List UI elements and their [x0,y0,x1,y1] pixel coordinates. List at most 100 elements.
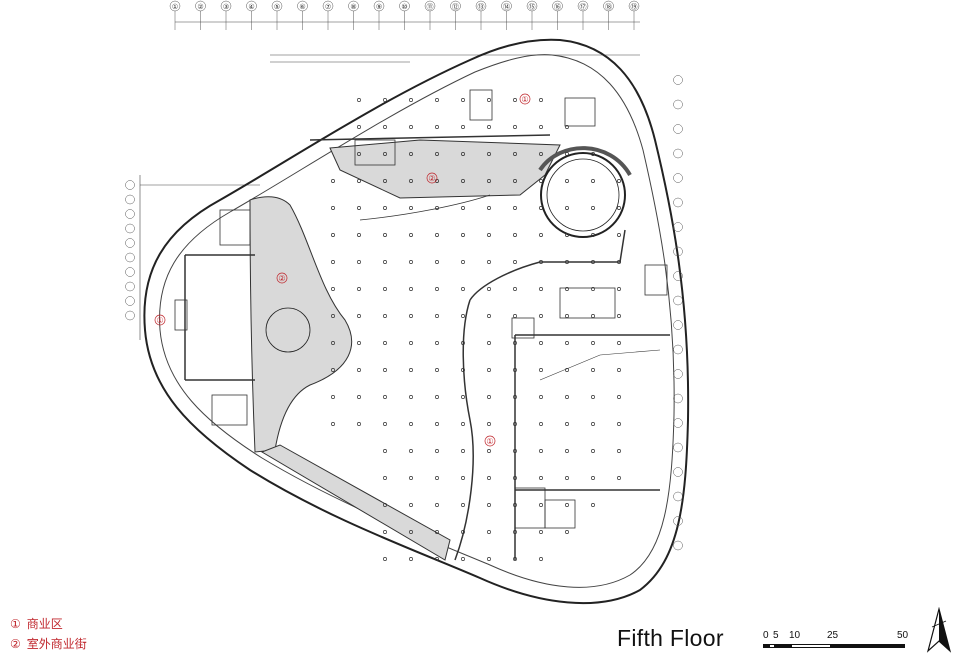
column [409,476,413,480]
column [383,557,387,561]
column [539,98,543,102]
grid-label: ⑧ [350,3,356,11]
column [331,206,335,210]
column [487,368,491,372]
grid-label: ⑯ [554,3,561,11]
column [409,125,413,129]
column [383,449,387,453]
column [409,422,413,426]
zone-marker: ② [428,174,435,183]
column [383,530,387,534]
grid-bubble [125,281,135,292]
column [513,557,517,561]
grid-label: ⑪ [427,3,434,11]
grid-label: ① [172,3,178,11]
column [383,260,387,264]
column [487,125,491,129]
column [539,503,543,507]
column [383,476,387,480]
grid-label: ⑱ [605,3,612,11]
outdoor-street-area [249,139,561,561]
grid-bubble [673,418,683,428]
grid-label: ⑫ [452,3,459,11]
column [487,395,491,399]
column [487,179,491,183]
grid-label: ⑩ [401,3,407,11]
grid-bubble [673,516,683,526]
column [591,422,595,426]
scale-label: 50 [897,630,909,641]
grid-label: ② [197,3,203,11]
column [383,395,387,399]
column [461,341,465,345]
column [539,368,543,372]
column [435,368,439,372]
grid-bubble [125,209,135,219]
grid-bubble [125,223,135,234]
column [383,503,387,507]
column [539,422,543,426]
column [383,233,387,237]
column [513,395,517,399]
column [565,314,569,318]
grid-bubble [673,369,683,379]
column [565,125,569,129]
column [513,449,517,453]
column [461,449,465,453]
column [565,233,569,237]
column [591,179,595,183]
column [617,341,621,345]
grid-bubble [125,180,135,190]
column [409,98,413,102]
zone-marker: ① [156,316,163,325]
column [617,422,621,426]
column [565,368,569,372]
column [591,314,595,318]
column [461,152,465,156]
column [487,314,491,318]
scale-segment [775,644,791,648]
scale-label: 0 [763,630,769,641]
column [435,503,439,507]
grid-bubble [673,442,683,453]
scale-segment [769,644,775,648]
zone-markers: ① ② ② ① ① [154,93,531,447]
scale-label: 5 [773,630,779,641]
grid-bubble [125,252,135,263]
grid-bubble [673,246,683,257]
column [539,206,543,210]
column [617,368,621,372]
grid-bubble [673,124,683,134]
column [331,287,335,291]
grid-label: ③ [223,3,229,11]
column [513,152,517,156]
column [331,314,335,318]
column [461,287,465,291]
column [435,206,439,210]
column [383,125,387,129]
grid-bubble [673,197,683,208]
column [461,233,465,237]
column [461,395,465,399]
column [383,287,387,291]
column [513,179,517,183]
scale-segment [831,644,905,648]
column [357,287,361,291]
grid-label: ⑮ [529,3,536,11]
legend-text: 商业区 [26,617,63,631]
column [513,314,517,318]
grid-bubble [125,296,135,306]
column [435,530,439,534]
column [539,341,543,345]
drawing-title: Fifth Floor [617,625,724,651]
column [357,206,361,210]
column [331,233,335,237]
legend-marker: ② [10,637,21,651]
column [565,422,569,426]
column [539,530,543,534]
column [565,395,569,399]
column [331,179,335,183]
